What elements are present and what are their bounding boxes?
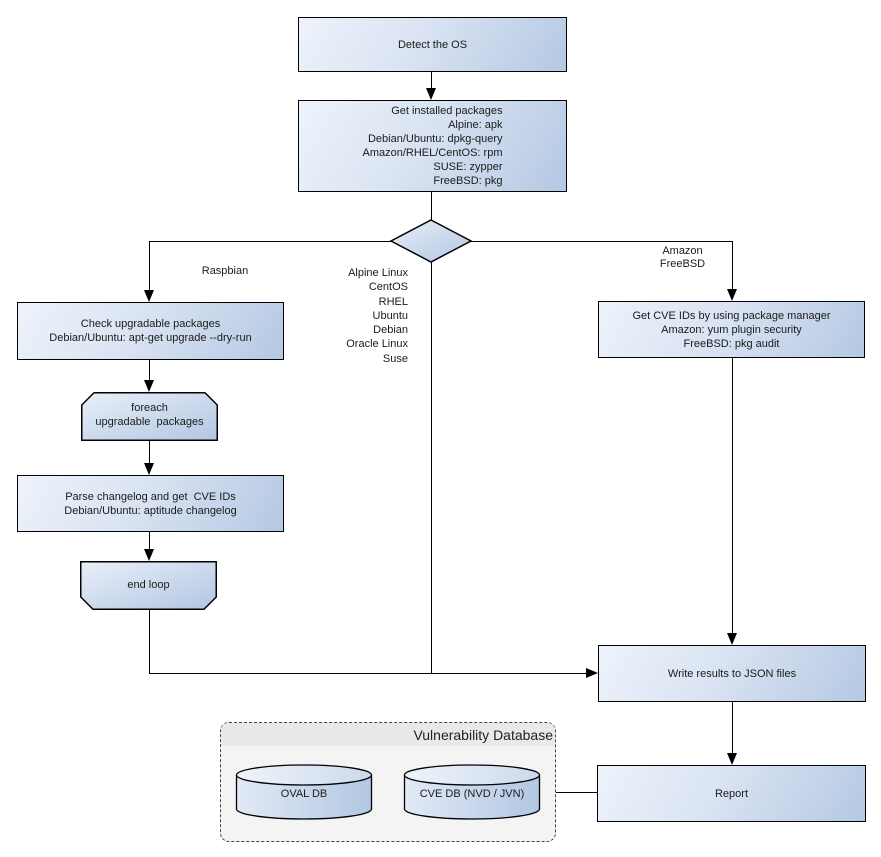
arrowhead-into-endloop xyxy=(144,549,154,561)
arrowhead-into-foreach xyxy=(144,380,154,392)
node-detect-os: Detect the OS xyxy=(298,17,567,72)
loop-end-label: end loop xyxy=(127,579,170,591)
arrowhead-into-packages xyxy=(426,88,436,100)
connector-detect-to-packages xyxy=(430,72,433,89)
cylinder-oval-db-label: OVAL DB xyxy=(280,788,328,800)
connector-endloop-down xyxy=(148,610,150,674)
database-title-band: Vulnerability Database xyxy=(221,723,555,746)
connector-diamond-bottom-middle xyxy=(430,262,433,674)
arrowhead-into-check-upgradable xyxy=(144,290,154,302)
decision-diamond xyxy=(389,218,473,264)
arrowhead-into-write-results-left xyxy=(586,667,598,678)
database-cylinder-icon xyxy=(403,764,541,820)
edge-label-amazon-freebsd: Amazon FreeBSD xyxy=(659,245,706,270)
node-check-upgradable-packages-label: Check upgradable packages Debian/Ubuntu:… xyxy=(49,318,252,344)
node-get-cve-ids-label: Get CVE IDs by using package manager Ama… xyxy=(632,309,831,350)
connector-check-to-foreach xyxy=(148,360,150,381)
node-get-cve-ids: Get CVE IDs by using package manager Ama… xyxy=(598,301,865,358)
cylinder-cve-db: CVE DB (NVD / JVN) xyxy=(403,764,541,820)
edge-label-raspbian: Raspbian xyxy=(201,265,249,277)
connector-database-to-report xyxy=(556,791,597,793)
node-get-installed-packages-label: Get installed packages Alpine: apk Debia… xyxy=(362,105,503,187)
node-check-upgradable-packages: Check upgradable packages Debian/Ubuntu:… xyxy=(17,302,284,360)
connector-write-results-to-report xyxy=(731,702,733,753)
node-parse-changelog: Parse changelog and get CVE IDs Debian/U… xyxy=(17,475,284,532)
arrowhead-into-report xyxy=(727,753,737,765)
connector-packages-to-diamond xyxy=(430,192,433,220)
database-title: Vulnerability Database xyxy=(413,726,553,743)
node-detect-os-label: Detect the OS xyxy=(397,38,468,51)
connector-diamond-left xyxy=(149,240,392,242)
loop-start-icon xyxy=(81,392,218,441)
database-cylinder-icon xyxy=(235,764,373,820)
connector-right-down xyxy=(731,241,733,290)
cylinder-oval-db: OVAL DB xyxy=(235,764,373,820)
node-write-results-label: Write results to JSON files xyxy=(667,667,797,680)
diamond-icon xyxy=(389,219,473,263)
loop-start-foreach: foreach upgradable packages xyxy=(81,392,218,441)
loop-end-icon xyxy=(80,561,217,610)
edge-label-os-list: Alpine Linux CentOS RHEL Ubuntu Debian O… xyxy=(346,267,408,365)
connector-getcve-to-write-results xyxy=(731,358,733,633)
cylinder-cve-db-label: CVE DB (NVD / JVN) xyxy=(419,788,525,800)
node-write-results: Write results to JSON files xyxy=(598,645,866,702)
connector-left-to-write-results xyxy=(148,672,587,674)
connector-diamond-right xyxy=(471,240,733,242)
arrowhead-into-write-results-top xyxy=(727,633,737,645)
loop-end: end loop xyxy=(80,561,217,610)
arrowhead-into-get-cve xyxy=(727,289,737,301)
node-get-installed-packages: Get installed packages Alpine: apk Debia… xyxy=(298,100,567,192)
connector-foreach-to-parse xyxy=(148,441,150,464)
connector-parse-to-endloop xyxy=(148,532,150,550)
connector-left-down xyxy=(148,241,150,291)
arrowhead-into-parse xyxy=(144,463,154,475)
node-report-label: Report xyxy=(714,787,749,800)
node-report: Report xyxy=(597,765,866,822)
node-parse-changelog-label: Parse changelog and get CVE IDs Debian/U… xyxy=(64,490,237,517)
loop-start-foreach-label: foreach upgradable packages xyxy=(95,402,204,428)
